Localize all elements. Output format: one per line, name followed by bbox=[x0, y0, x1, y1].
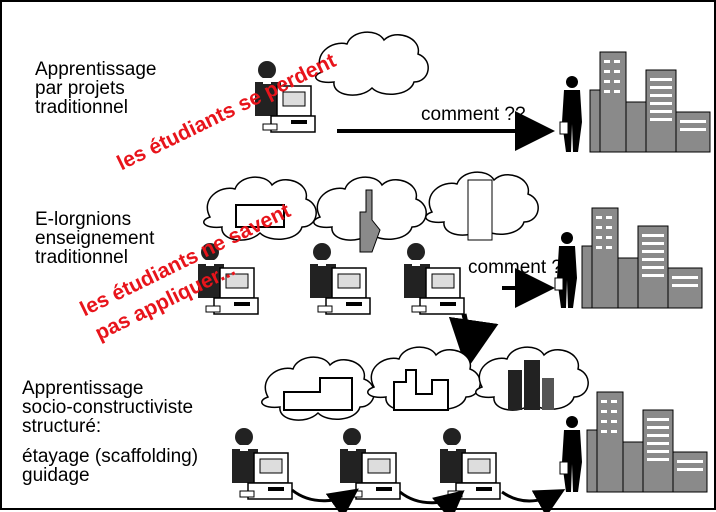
row1-label: Apprentissage par projets traditionnel bbox=[35, 59, 157, 118]
student-computer-icon bbox=[231, 427, 293, 500]
down-arrow bbox=[448, 313, 499, 370]
city-icon bbox=[586, 391, 708, 493]
row2-arrow-text: comment ? bbox=[468, 257, 562, 278]
student-computer-icon bbox=[403, 242, 465, 315]
student-computer-icon bbox=[439, 427, 501, 500]
businessman-icon bbox=[559, 415, 583, 493]
row1-arrow-text: comment ?? bbox=[421, 104, 526, 125]
student-computer-icon bbox=[339, 427, 401, 500]
row2-label: E-lorgnions enseignement traditionnel bbox=[35, 209, 155, 268]
city-icon bbox=[581, 207, 703, 309]
businessman-icon bbox=[559, 75, 583, 153]
student-computer-icon bbox=[309, 242, 371, 315]
city-icon bbox=[589, 51, 711, 153]
row3-label: Apprentissage socio-constructiviste stru… bbox=[22, 378, 194, 437]
row3-sublabel: étayage (scaffolding) guidage bbox=[22, 446, 199, 486]
